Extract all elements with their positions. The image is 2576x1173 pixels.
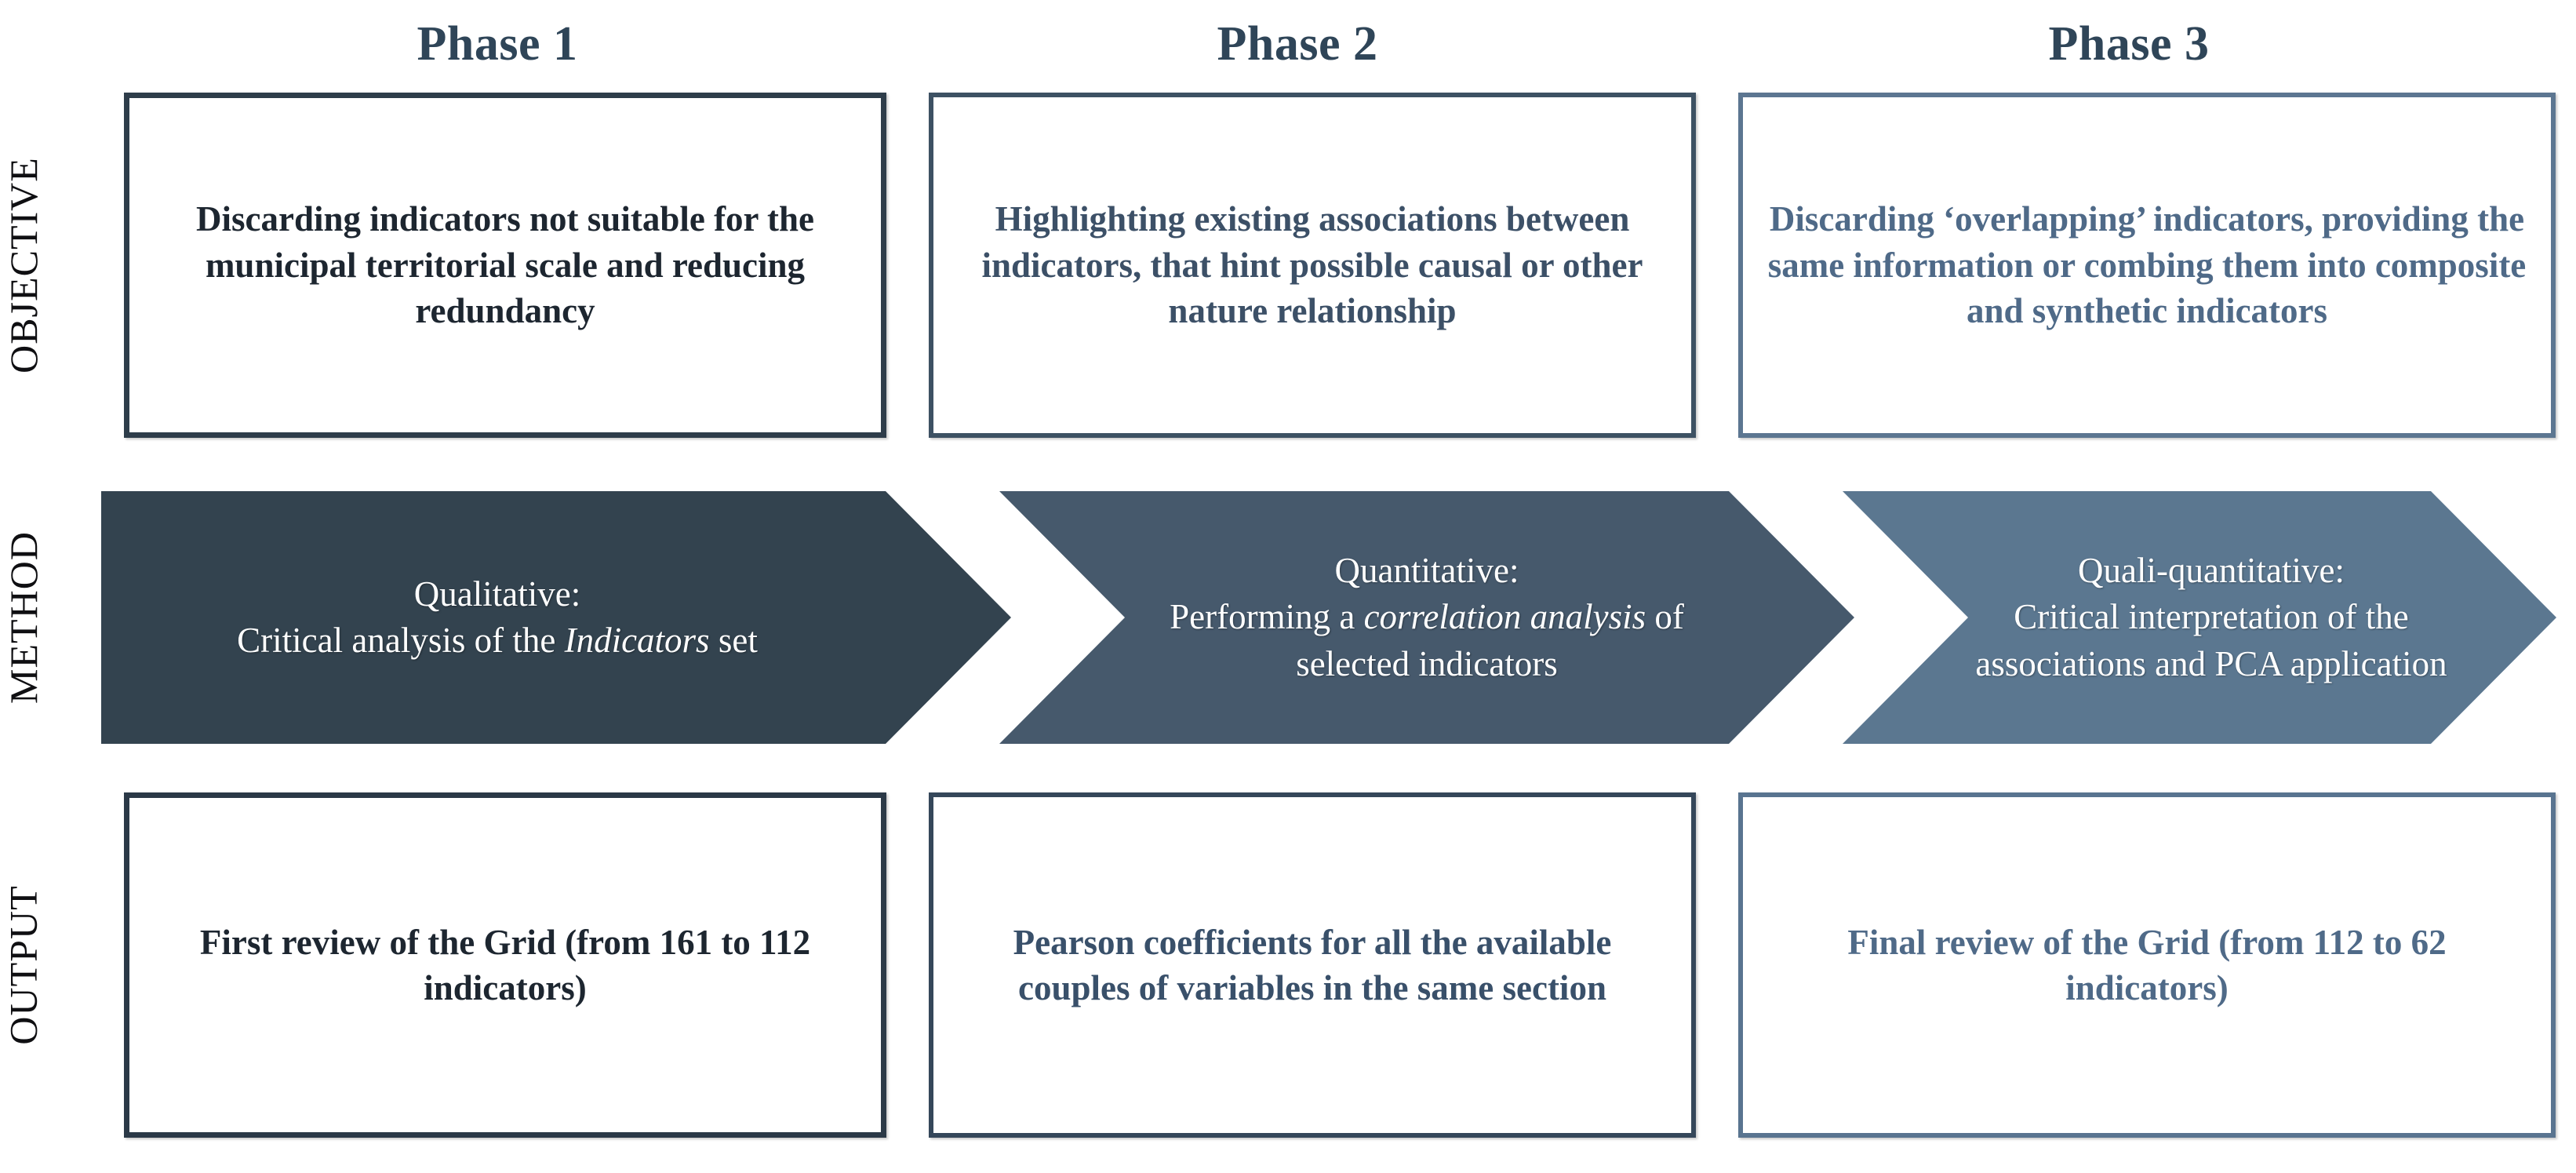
method-body-em-phase1: Indicators: [564, 621, 710, 660]
method-body-pre-phase3: Critical interpretation of the associati…: [1975, 597, 2447, 683]
method-chevron-phase1: Qualitative: Critical analysis of the In…: [101, 491, 1011, 744]
row-label-method: METHOD: [0, 491, 47, 744]
method-chevron-row: Qualitative: Critical analysis of the In…: [101, 491, 2556, 744]
phase-header-2: Phase 2: [1217, 16, 1378, 71]
method-text-phase3: Quali-quantitative: Critical interpretat…: [1960, 548, 2462, 687]
row-label-output: OUTPUT: [0, 792, 47, 1138]
output-box-phase2: Pearson coefficients for all the availab…: [929, 792, 1696, 1138]
method-body-em-phase2: correlation analysis: [1363, 597, 1646, 637]
method-title-phase2: Quantitative:: [1334, 550, 1519, 590]
output-text-phase3: Final review of the Grid (from 112 to 62…: [1847, 922, 2447, 1008]
method-title-phase3: Quali-quantitative:: [2078, 550, 2345, 590]
method-text-phase2: Quantitative: Performing a correlation a…: [1117, 548, 1737, 687]
output-box-phase1: First review of the Grid (from 161 to 11…: [124, 792, 886, 1138]
output-box-phase3: Final review of the Grid (from 112 to 62…: [1738, 792, 2556, 1138]
objective-text-phase3: Discarding ‘overlapping’ indicators, pro…: [1767, 199, 2527, 331]
objective-text-phase2: Highlighting existing associations betwe…: [981, 199, 1643, 331]
method-body-post-phase2: of selected indicators: [1296, 597, 1684, 683]
phase-header-row: Phase 1 Phase 2 Phase 3: [101, 0, 2556, 88]
output-text-phase2: Pearson coefficients for all the availab…: [1013, 922, 1612, 1008]
phase-header-1: Phase 1: [417, 16, 578, 71]
method-text-phase1: Qualitative: Critical analysis of the In…: [237, 571, 758, 665]
row-label-objective-text: OBJECTIVE: [2, 157, 45, 373]
row-label-objective: OBJECTIVE: [0, 93, 47, 438]
objective-text-phase1: Discarding indicators not suitable for t…: [196, 199, 814, 331]
method-body-pre-phase2: Performing a: [1170, 597, 1364, 637]
method-body-post-phase1: set: [709, 621, 758, 660]
phase-header-3: Phase 3: [2048, 16, 2210, 71]
objective-box-phase3: Discarding ‘overlapping’ indicators, pro…: [1738, 93, 2556, 438]
method-title-phase1: Qualitative:: [413, 574, 581, 614]
objective-box-phase1: Discarding indicators not suitable for t…: [124, 93, 886, 438]
method-chevron-phase2: Quantitative: Performing a correlation a…: [999, 491, 1854, 744]
output-text-phase1: First review of the Grid (from 161 to 11…: [199, 922, 811, 1008]
method-body-pre-phase1: Critical analysis of the: [237, 621, 565, 660]
method-chevron-phase3: Quali-quantitative: Critical interpretat…: [1843, 491, 2556, 744]
row-label-output-text: OUTPUT: [2, 885, 45, 1045]
row-label-method-text: METHOD: [2, 531, 45, 704]
objective-box-phase2: Highlighting existing associations betwe…: [929, 93, 1696, 438]
